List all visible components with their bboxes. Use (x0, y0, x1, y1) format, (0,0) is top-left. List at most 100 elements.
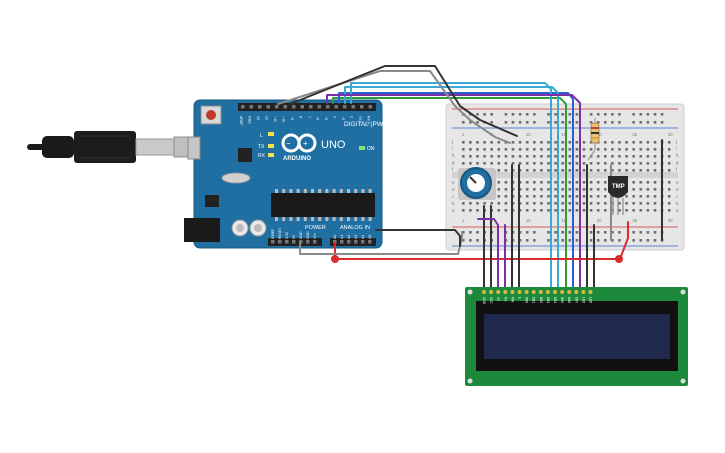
breadboard-hole[interactable] (554, 188, 557, 191)
breadboard-hole[interactable] (639, 239, 643, 242)
breadboard-hole[interactable] (518, 113, 522, 116)
breadboard-hole[interactable] (618, 155, 621, 158)
digital-pin[interactable] (275, 105, 279, 109)
breadboard-hole[interactable] (639, 155, 643, 158)
digital-pin[interactable] (300, 105, 305, 109)
breadboard-hole[interactable] (547, 121, 550, 124)
breadboard-hole[interactable] (667, 181, 671, 184)
breadboard-hole[interactable] (589, 239, 593, 242)
breadboard-hole[interactable] (575, 202, 579, 205)
breadboard-hole[interactable] (497, 181, 501, 184)
breadboard-hole[interactable] (653, 141, 657, 144)
breadboard-hole[interactable] (611, 162, 614, 165)
breadboard-hole[interactable] (604, 155, 607, 158)
breadboard-hole[interactable] (646, 231, 650, 234)
breadboard-hole[interactable] (653, 195, 657, 198)
breadboard-hole[interactable] (653, 181, 657, 184)
breadboard-hole[interactable] (533, 188, 536, 191)
breadboard-hole[interactable] (540, 162, 543, 165)
wire-blue[interactable] (338, 92, 574, 296)
breadboard-hole[interactable] (604, 113, 607, 116)
breadboard-hole[interactable] (490, 162, 493, 165)
breadboard-hole[interactable] (611, 195, 614, 198)
breadboard-hole[interactable] (632, 121, 635, 124)
breadboard-hole[interactable] (497, 209, 501, 212)
breadboard-hole[interactable] (653, 202, 657, 205)
breadboard-hole[interactable] (604, 148, 607, 151)
power-pin[interactable] (313, 240, 317, 244)
breadboard-hole[interactable] (469, 209, 472, 212)
breadboard-hole[interactable] (554, 181, 557, 184)
wires[interactable] (277, 65, 663, 296)
breadboard-hole[interactable] (504, 188, 508, 191)
breadboard-hole[interactable] (497, 169, 501, 172)
breadboard-hole[interactable] (525, 209, 529, 212)
breadboard-hole[interactable] (568, 162, 572, 165)
breadboard-hole[interactable] (653, 169, 657, 172)
breadboard-hole[interactable] (646, 209, 650, 212)
breadboard-hole[interactable] (568, 231, 572, 234)
breadboard-hole[interactable] (618, 148, 621, 151)
breadboard-hole[interactable] (568, 202, 572, 205)
breadboard-hole[interactable] (596, 202, 600, 205)
breadboard-hole[interactable] (533, 231, 536, 234)
breadboard-hole[interactable] (469, 162, 472, 165)
breadboard-hole[interactable] (561, 121, 564, 124)
breadboard-hole[interactable] (561, 188, 564, 191)
breadboard-hole[interactable] (462, 141, 465, 144)
wire-black-top[interactable] (289, 65, 518, 137)
breadboard-hole[interactable] (653, 121, 657, 124)
lcd-pin[interactable] (560, 290, 565, 294)
breadboard-hole[interactable] (618, 121, 621, 124)
breadboard-hole[interactable] (554, 148, 557, 151)
breadboard-hole[interactable] (575, 195, 579, 198)
breadboard-hole[interactable] (611, 239, 614, 242)
breadboard-hole[interactable] (575, 188, 579, 191)
breadboard-hole[interactable] (561, 155, 564, 158)
breadboard-hole[interactable] (589, 209, 593, 212)
breadboard-hole[interactable] (533, 202, 536, 205)
breadboard-hole[interactable] (554, 195, 557, 198)
power-pin[interactable] (306, 240, 310, 244)
breadboard-hole[interactable] (667, 155, 671, 158)
breadboard-hole[interactable] (646, 188, 650, 191)
breadboard-hole[interactable] (483, 113, 486, 116)
breadboard-hole[interactable] (632, 195, 635, 198)
breadboard-hole[interactable] (625, 162, 628, 165)
breadboard-hole[interactable] (589, 181, 593, 184)
breadboard-hole[interactable] (561, 231, 564, 234)
breadboard-hole[interactable] (511, 148, 515, 151)
breadboard-hole[interactable] (575, 148, 579, 151)
breadboard-hole[interactable] (596, 181, 600, 184)
lcd-pin[interactable] (574, 290, 579, 294)
breadboard-hole[interactable] (596, 113, 600, 116)
breadboard-hole[interactable] (511, 113, 515, 116)
breadboard-hole[interactable] (625, 148, 628, 151)
breadboard-hole[interactable] (604, 239, 607, 242)
usb-cable[interactable] (27, 131, 197, 163)
breadboard-hole[interactable] (646, 162, 650, 165)
breadboard-hole[interactable] (568, 113, 572, 116)
breadboard-hole[interactable] (554, 155, 557, 158)
breadboard-hole[interactable] (596, 231, 600, 234)
breadboard-hole[interactable] (525, 162, 529, 165)
breadboard-hole[interactable] (568, 188, 572, 191)
breadboard-hole[interactable] (462, 231, 465, 234)
breadboard-hole[interactable] (604, 141, 607, 144)
breadboard-hole[interactable] (653, 113, 657, 116)
breadboard-hole[interactable] (497, 162, 501, 165)
breadboard-hole[interactable] (632, 239, 635, 242)
breadboard-hole[interactable] (653, 162, 657, 165)
breadboard-hole[interactable] (604, 202, 607, 205)
breadboard-hole[interactable] (490, 141, 493, 144)
breadboard-hole[interactable] (589, 202, 593, 205)
breadboard-hole[interactable] (462, 209, 465, 212)
breadboard-hole[interactable] (653, 231, 657, 234)
breadboard-hole[interactable] (575, 155, 579, 158)
breadboard-hole[interactable] (575, 231, 579, 234)
breadboard-hole[interactable] (518, 148, 522, 151)
breadboard-hole[interactable] (568, 209, 572, 212)
lcd-pin[interactable] (553, 290, 557, 294)
breadboard-hole[interactable] (646, 195, 650, 198)
breadboard-hole[interactable] (575, 181, 579, 184)
